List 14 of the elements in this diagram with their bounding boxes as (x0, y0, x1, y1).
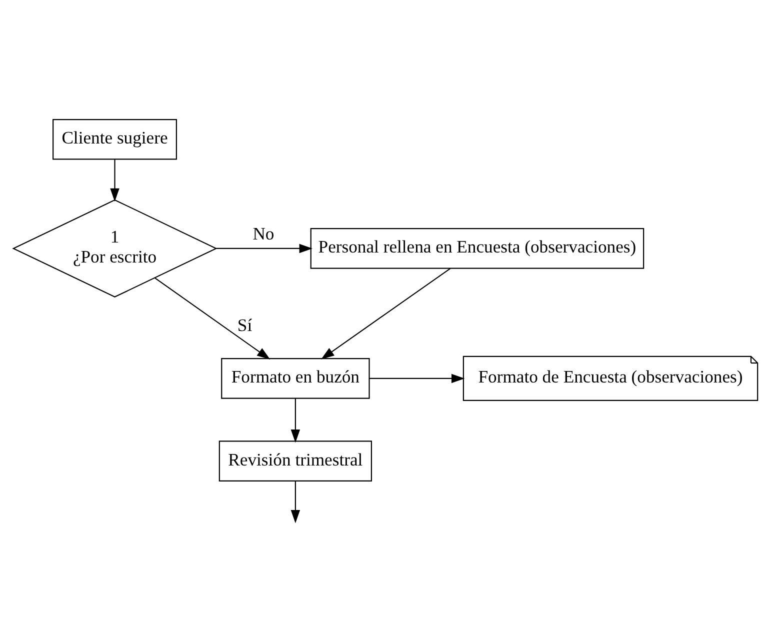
arrow (290, 480, 300, 523)
node-box: Personal rellena en Encuesta (observaciones) (310, 228, 644, 268)
edge-label: No (252, 222, 274, 243)
node-box: Cliente sugiere (52, 118, 176, 160)
arrow (154, 276, 270, 359)
arrow (290, 398, 300, 442)
arrow (110, 159, 119, 202)
arrow (368, 373, 464, 383)
node-diamond: 1 ¿Por escrito (12, 198, 217, 298)
arrow (320, 267, 450, 359)
node-box: Formato en buzón (220, 358, 370, 398)
arrow (216, 243, 312, 253)
edge-label: Sí (236, 314, 252, 334)
node-box: Revisión trimestral (218, 440, 372, 481)
